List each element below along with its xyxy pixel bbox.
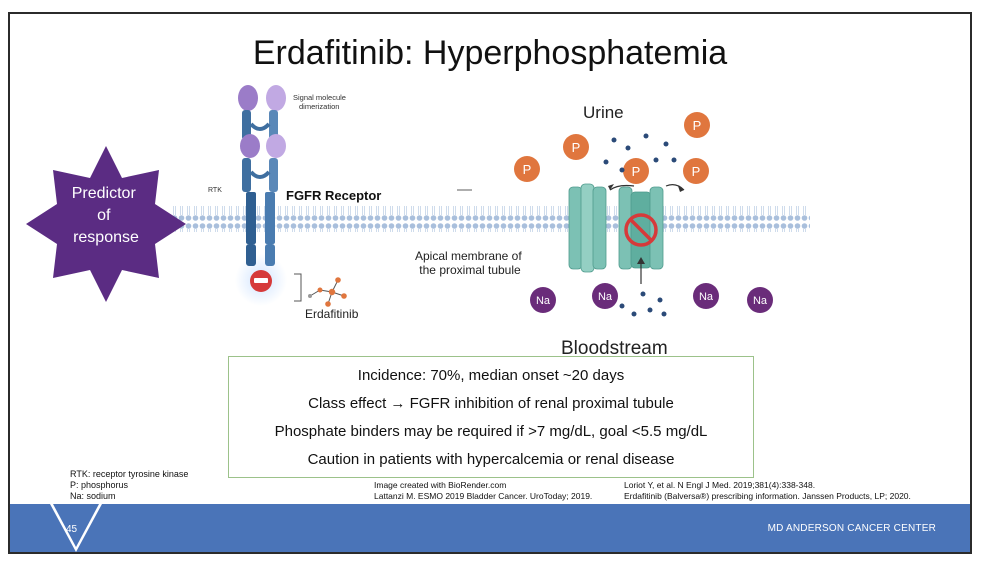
signal-label-2: dimerization [299,102,339,111]
star-line-3: response [73,229,139,246]
citation-lattanzi: Lattanzi M. ESMO 2019 Bladder Cancer. Ur… [374,491,593,501]
erdafitinib-molecule [294,273,347,307]
bloodstream-label: Bloodstream [561,338,668,359]
fgfr-receptor [235,85,287,306]
ligand-left [238,85,258,111]
svg-text:Apical membrane of the p: Apical membrane of the proximal tubule [415,249,525,277]
svg-text:Signal molecule dimeriza: Signal molecule dimerization [293,93,348,111]
abbreviation-na: Na: sodium [70,491,116,501]
citation-loriot: Loriot Y, et al. N Engl J Med. 2019;381(… [624,480,816,490]
citations-left: Image created with BioRender.com Lattanz… [374,480,592,502]
phosphate-symbol: P [572,140,581,155]
ligand-right [266,85,286,111]
sodium-ions [530,283,773,313]
slide-title: Erdafitinib: Hyperphosphatemia [252,34,728,72]
phosphate-ions [514,112,710,184]
phosphate-ion [683,158,709,184]
membrane-label-1: Apical membrane of [415,249,522,263]
phosphate-symbol: P [632,164,641,179]
ligand-left-2 [240,134,260,158]
sodium-ion [693,283,719,309]
summary-line-class-effect: Class effect → FGFR inhibition of renal … [308,395,674,412]
signal-label-1: Signal molecule [293,93,346,102]
slide: Erdafitinib: Hyperphosphatemia Predictor… [8,12,972,554]
citation-balversa: Erdafitinib (Balversa®) prescribing info… [624,491,911,501]
citation-biorender: Image created with BioRender.com [374,480,507,490]
ligand-right-2 [266,134,286,158]
predictor-star [26,146,186,302]
sodium-symbol: Na [753,295,768,307]
sodium-symbol: Na [536,295,551,307]
phosphate-ion [623,158,649,184]
cell-membrane [170,206,810,232]
sodium-symbol: Na [598,291,613,303]
star-line-2: of [97,207,111,224]
abbreviation-p: P: phosphorus [70,480,129,490]
sodium-ion [530,287,556,313]
footer-brand: MD ANDERSON CANCER CENTER [767,523,936,534]
phosphate-symbol: P [692,164,701,179]
receptor-label: FGFR Receptor [286,188,381,203]
blocked-icon [624,213,658,247]
sodium-ion [747,287,773,313]
phosphate-ion [684,112,710,138]
sodium-symbol: Na [699,291,714,303]
citations-right: Loriot Y, et al. N Engl J Med. 2019;381(… [624,480,911,502]
phosphate-symbol: P [693,118,702,133]
star-line-1: Predictor [72,185,137,202]
page-number: 45 [66,524,78,535]
abbreviations: RTK: receptor tyrosine kinase P: phospho… [70,469,188,502]
ion-dots [603,133,677,317]
page-marker [50,504,102,552]
footer-bar [10,504,970,552]
mechanism-diagram: Predictor of response Signal molecule [26,85,810,359]
summary-line-caution: Caution in patients with hypercalcemia o… [307,451,675,468]
phosphate-symbol: P [523,162,532,177]
svg-text:Predictor of respo: Predictor of response [72,185,140,246]
drug-label: Erdafitinib [305,307,359,321]
phosphate-ion [563,134,589,160]
membrane-label-2: the proximal tubule [419,263,521,277]
phosphate-ion [514,156,540,182]
sodium-ion [592,283,618,309]
summary-line-incidence: Incidence: 70%, median onset ~20 days [357,367,625,384]
phosphate-transporter [568,183,607,273]
rtk-label: RTK [208,187,222,194]
urine-label: Urine [583,103,624,122]
abbreviation-rtk: RTK: receptor tyrosine kinase [70,469,189,479]
blocked-transporter [618,186,664,270]
summary-line-binders: Phosphate binders may be required if >7 … [274,423,708,440]
summary-box: Incidence: 70%, median onset ~20 days Cl… [228,356,754,478]
